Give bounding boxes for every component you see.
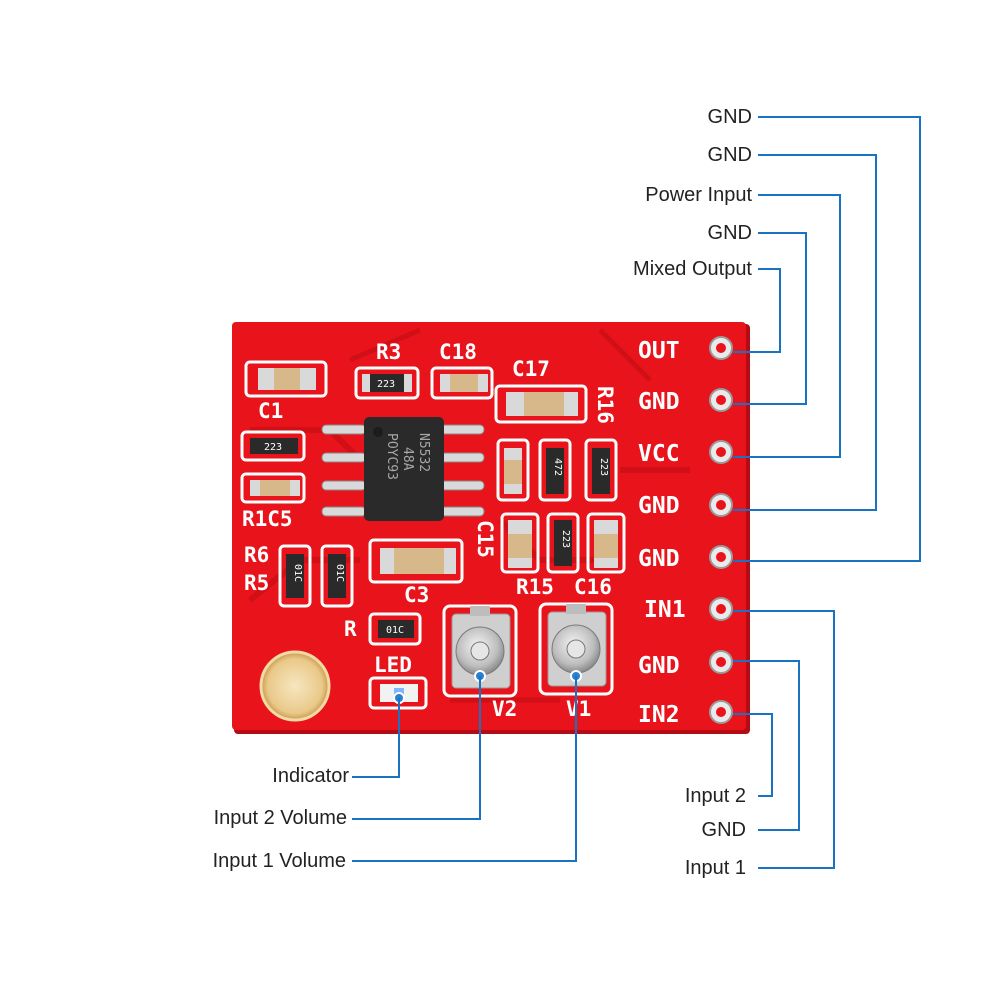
leader-mixed-output	[733, 268, 781, 353]
leader-gnd-d	[733, 660, 800, 831]
callout-gnd-a: GND	[707, 106, 752, 128]
callout-gnd-d: GND	[701, 819, 746, 841]
pin-label-in2: IN2	[638, 702, 680, 728]
resistor-code-r3: 223	[377, 379, 395, 390]
silk-r15: R15	[516, 575, 554, 599]
mounting-hole	[259, 650, 331, 722]
potentiometer-v2[interactable]	[451, 606, 511, 689]
silk-v1: V1	[566, 697, 591, 721]
leader-input-2	[733, 713, 773, 797]
silk-c18: C18	[439, 340, 477, 364]
leader-input-1	[733, 610, 835, 869]
callout-indicator: Indicator	[272, 765, 349, 787]
silk-c16: C16	[574, 575, 612, 599]
pin-label-gnd-1: GND	[638, 389, 680, 415]
chip-marking-1: N5532	[416, 433, 431, 472]
callout-input-1-volume: Input 1 Volume	[212, 850, 346, 872]
silk-r3: R3	[376, 340, 401, 364]
component-bodies	[250, 368, 618, 702]
silk-c1: C1	[258, 399, 283, 423]
silk-r1c5: R1C5	[242, 507, 293, 531]
resistor-code-r16: 223	[598, 458, 609, 476]
resistor-code-r15: 223	[560, 530, 571, 548]
potentiometer-v1[interactable]	[547, 604, 607, 687]
leader-gnd-b	[733, 154, 877, 511]
pin-label-gnd-4: GND	[638, 653, 680, 679]
pin-label-gnd-3: GND	[638, 546, 680, 572]
silk-c15: C15	[473, 520, 497, 558]
callout-input-2-volume: Input 2 Volume	[213, 807, 347, 829]
leader-input-1-volume	[352, 676, 577, 862]
silk-c17: C17	[512, 357, 550, 381]
pin-label-out: OUT	[638, 338, 680, 364]
callout-gnd-b: GND	[707, 144, 752, 166]
silk-r16: R16	[593, 386, 617, 424]
silk-v2: V2	[492, 697, 517, 721]
opamp-chip: N5532 48A POYC93	[321, 417, 485, 521]
resistor-code-r1: 223	[264, 442, 282, 453]
silk-led: LED	[374, 653, 412, 677]
chip-marking-2: 48A	[400, 447, 415, 471]
pin-label-vcc: VCC	[638, 441, 680, 467]
callout-input-2: Input 2	[684, 785, 746, 807]
callout-input-1: Input 1	[684, 857, 746, 879]
leader-power-input	[733, 194, 841, 458]
callout-power-input: Power Input	[645, 184, 752, 206]
leader-gnd-c	[733, 232, 807, 405]
callout-gnd-c: GND	[707, 222, 752, 244]
silk-r6: R6	[244, 543, 269, 567]
header-pins	[709, 336, 733, 724]
resistor-code-mid: 472	[552, 458, 563, 476]
pin-label-in1: IN1	[644, 597, 686, 623]
pin-label-gnd-2: GND	[638, 493, 680, 519]
silk-r: R	[344, 617, 357, 641]
leader-gnd-a	[733, 116, 921, 562]
resistor-code-r-led: 01C	[386, 625, 404, 636]
chip-marking-3: POYC93	[384, 433, 399, 480]
silk-r5: R5	[244, 571, 269, 595]
resistor-code-r6: 01C	[292, 564, 303, 582]
leader-indicator	[352, 698, 400, 778]
leader-input-2-volume	[352, 676, 481, 820]
silk-c3: C3	[404, 583, 429, 607]
leader-lines	[352, 116, 921, 869]
callout-mixed-output: Mixed Output	[633, 258, 752, 280]
resistor-code-r5: 01C	[334, 564, 345, 582]
